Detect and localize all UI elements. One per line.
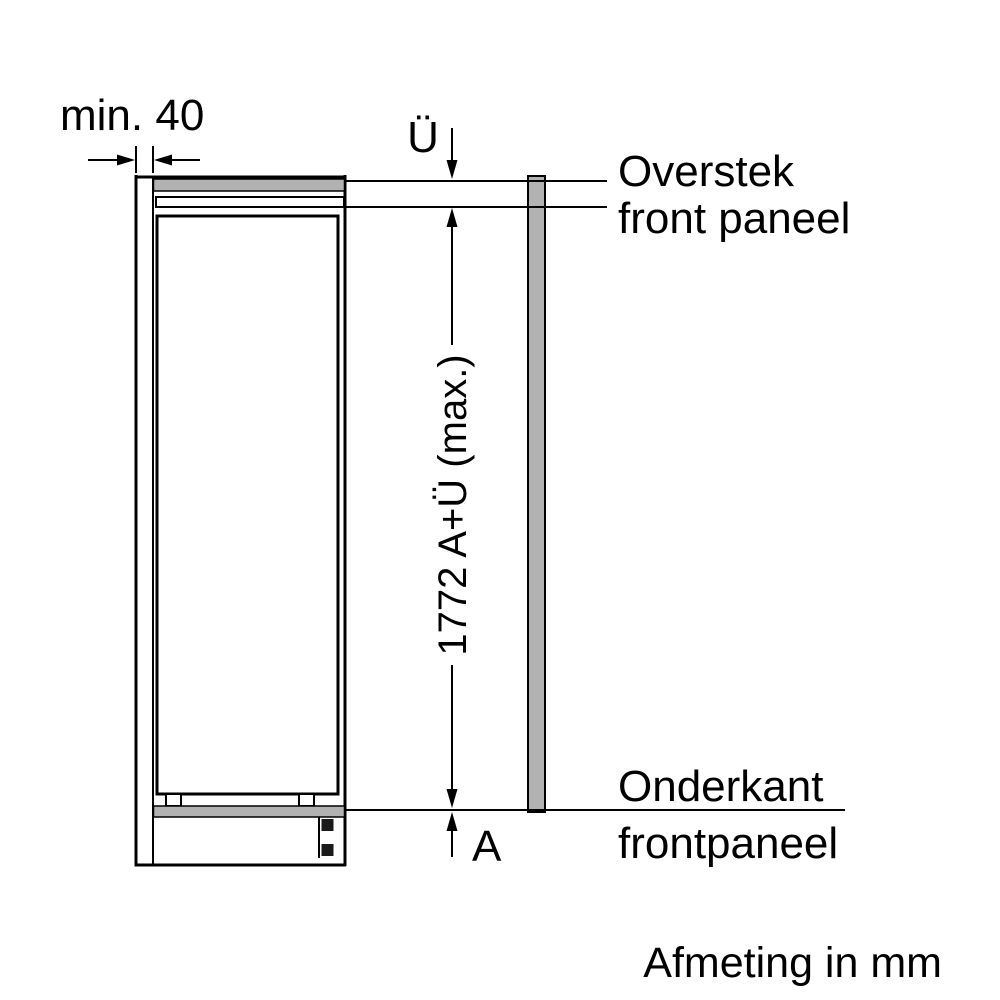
a-label: A: [472, 822, 502, 871]
appliance-base-bar: [152, 805, 346, 818]
appliance-top-bar: [152, 178, 346, 192]
dimension-height: 1772 A+Ü (max.): [431, 208, 475, 808]
cabinet-outline: [134, 175, 347, 867]
ue-arrowhead-down: [446, 160, 458, 179]
height-arrowhead-down: [446, 789, 458, 808]
door-foot-left: [165, 793, 182, 807]
onderkant-line2: frontpaneel: [618, 819, 838, 868]
onderkant-line1: Onderkant: [618, 762, 823, 811]
min-40-label: min. 40: [60, 91, 204, 140]
dimension-a: A: [446, 812, 502, 871]
annotation-overstek: Overstek front paneel: [618, 147, 850, 243]
dimension-min-40: min. 40: [60, 91, 204, 173]
plinth-block-upper: [321, 819, 334, 831]
reference-lines: [346, 180, 845, 811]
height-label: 1772 A+Ü (max.): [431, 354, 475, 655]
units-footer: Afmeting in mm: [643, 939, 942, 987]
appliance-door: [155, 214, 340, 796]
a-arrowhead-up: [446, 812, 458, 831]
front-panel-side-view: [527, 175, 546, 813]
min-40-arrowhead-right: [117, 154, 135, 166]
appliance-top-frame: [155, 196, 345, 208]
min-40-arrowhead-left: [154, 154, 172, 166]
door-foot-right: [298, 793, 315, 807]
overstek-line1: Overstek: [618, 147, 795, 196]
overstek-line2: front paneel: [618, 194, 850, 243]
ue-label: Ü: [407, 113, 439, 162]
dimension-ue: Ü: [407, 113, 458, 179]
plinth-block-lower: [321, 844, 334, 856]
annotation-onderkant: Onderkant frontpaneel: [618, 762, 838, 868]
appliance: [152, 178, 346, 858]
height-arrowhead-up: [446, 208, 458, 227]
